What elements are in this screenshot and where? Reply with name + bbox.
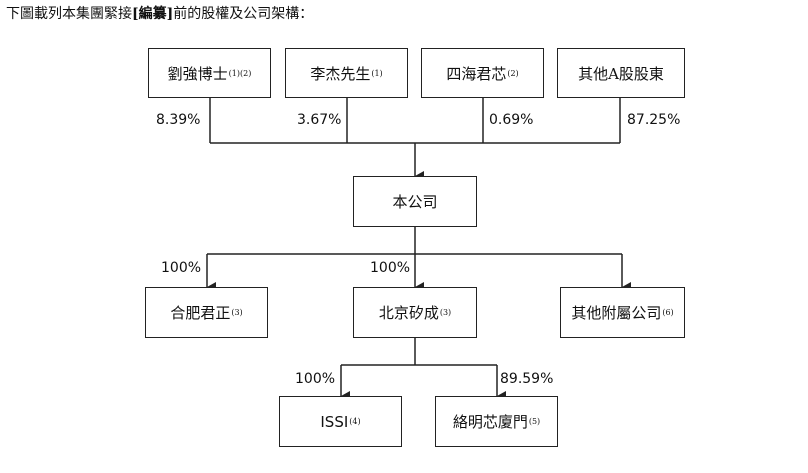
shareholder-name: 四海君芯 xyxy=(446,64,507,83)
intro-bold: [編纂] xyxy=(132,6,174,22)
pct-issi: 100% xyxy=(295,371,336,387)
subsidiary-issi: ISSI(4) xyxy=(279,396,402,447)
company-box: 本公司 xyxy=(353,176,477,227)
shareholder-liu-qiang: 劉強博士(1)(2) xyxy=(148,48,271,98)
subsidiary-others: 其他附屬公司(6) xyxy=(560,287,685,338)
footnote-ref: (2) xyxy=(507,68,519,78)
footnote-ref: (5) xyxy=(528,417,541,426)
footnote-ref: (1) xyxy=(371,68,383,78)
intro-suffix: 前的股權及公司架構： xyxy=(173,6,314,22)
pct-other-a-share: 87.25% xyxy=(627,112,681,128)
pct-liu-qiang: 8.39% xyxy=(156,112,201,128)
company-name: 本公司 xyxy=(392,193,438,211)
shareholder-name: 其他A股股東 xyxy=(578,64,664,83)
shareholder-li-jie: 李杰先生(1) xyxy=(285,48,408,98)
subsidiary-name: 合肥君正 xyxy=(170,304,231,322)
footnote-ref: (3) xyxy=(439,308,452,317)
intro-prefix: 下圖載列本集團緊接 xyxy=(6,6,132,22)
subsidiary-hefei-junzheng: 合肥君正(3) xyxy=(145,287,268,338)
pct-li-jie: 3.67% xyxy=(297,112,342,128)
shareholder-sihai-junxin: 四海君芯(2) xyxy=(421,48,544,98)
intro-text: 下圖載列本集團緊接[編纂]前的股權及公司架構： xyxy=(6,3,313,23)
shareholder-name: 劉強博士 xyxy=(167,64,228,83)
subsidiary-name: 絡明芯廈門 xyxy=(452,413,528,431)
subsidiary-name: ISSI xyxy=(320,412,349,431)
pct-beijing-sicheng: 100% xyxy=(370,260,411,276)
pct-sihai-junxin: 0.69% xyxy=(489,112,534,128)
subsidiary-luoming-xiamen: 絡明芯廈門(5) xyxy=(435,396,558,447)
footnote-ref: (4) xyxy=(349,417,361,426)
footnote-ref: (1)(2) xyxy=(228,68,252,78)
subsidiary-name: 其他附屬公司 xyxy=(571,304,662,322)
footnote-ref: (6) xyxy=(662,308,674,317)
shareholder-name: 李杰先生 xyxy=(310,64,371,83)
subsidiary-beijing-sicheng: 北京矽成(3) xyxy=(353,287,477,338)
shareholder-other-a-share: 其他A股股東 xyxy=(557,48,685,98)
pct-luoming-xiamen: 89.59% xyxy=(500,371,554,387)
subsidiary-name: 北京矽成 xyxy=(378,304,439,322)
footnote-ref: (3) xyxy=(231,308,243,317)
pct-hefei-junzheng: 100% xyxy=(161,260,202,276)
